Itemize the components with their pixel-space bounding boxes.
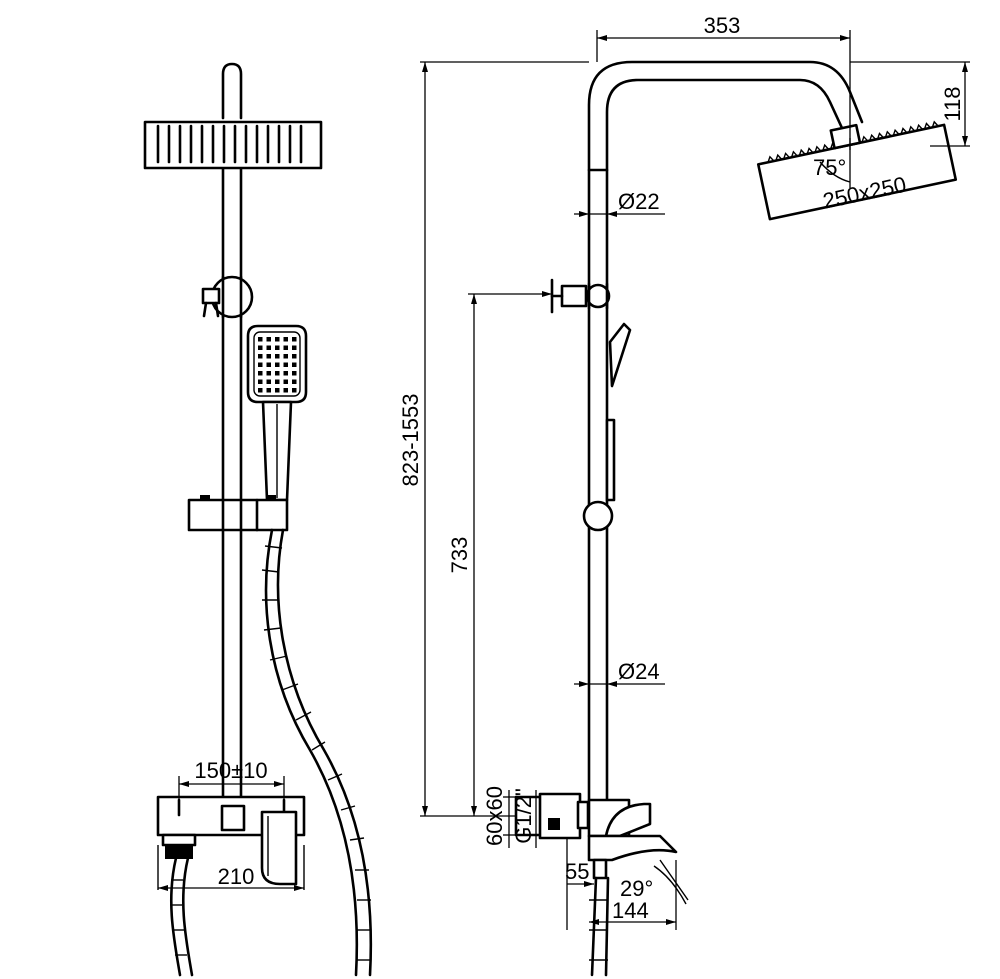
dimension-lower-pipe-diameter	[574, 681, 665, 687]
side-hand-shower	[582, 322, 632, 532]
dimension-head-angle	[819, 138, 851, 188]
label-spout-length: 144	[612, 898, 649, 923]
front-hose	[169, 528, 373, 977]
dimension-overall-reach	[596, 30, 851, 150]
label-overall-reach: 353	[704, 13, 741, 38]
label-outlet-offset: 55	[565, 859, 589, 884]
dimension-connection-spacing	[178, 776, 285, 800]
label-connection-spacing: 150±10	[194, 758, 267, 783]
dimension-spout-angle	[653, 859, 689, 905]
label-spout-angle: 29°	[620, 876, 653, 901]
label-height-range: 823-1553	[398, 394, 423, 487]
dimension-upper-pipe-diameter	[574, 211, 665, 217]
label-diverter-height: 733	[447, 537, 472, 574]
dimension-height-range	[420, 61, 589, 817]
label-mixer-width: 210	[218, 864, 255, 889]
side-overhead-arm-outer	[587, 60, 864, 802]
front-hand-shower	[246, 324, 308, 502]
dimension-spout-length	[589, 860, 677, 930]
dimension-diverter-height	[468, 291, 552, 816]
side-rain-head	[756, 120, 958, 221]
label-lower-pipe-diameter: Ø24	[618, 659, 660, 684]
label-escutcheon-size: 60x60	[482, 786, 507, 846]
front-diverter-knob	[201, 275, 254, 319]
label-upper-pipe-diameter: Ø22	[618, 189, 660, 214]
front-view: 150±10 210	[143, 62, 373, 977]
dimension-escutcheon	[503, 790, 516, 848]
label-head-angle: 75°	[813, 155, 846, 180]
dimension-head-drop	[850, 61, 970, 147]
label-head-drop: 118	[940, 86, 965, 121]
front-riser-pipe-upper	[221, 62, 243, 120]
dimension-outlet-offset	[566, 838, 594, 930]
dimension-mixer-width	[158, 885, 304, 891]
side-diverter	[550, 278, 611, 314]
front-rain-head	[143, 120, 323, 170]
label-thread-size: G1/2"	[511, 788, 536, 844]
side-view: 353 118 75° 250x250 Ø22 Ø	[398, 13, 970, 977]
side-overhead-arm-inner	[605, 78, 844, 802]
front-mixer	[156, 795, 306, 890]
side-mixer	[514, 792, 678, 977]
front-slide-bracket	[187, 495, 289, 532]
